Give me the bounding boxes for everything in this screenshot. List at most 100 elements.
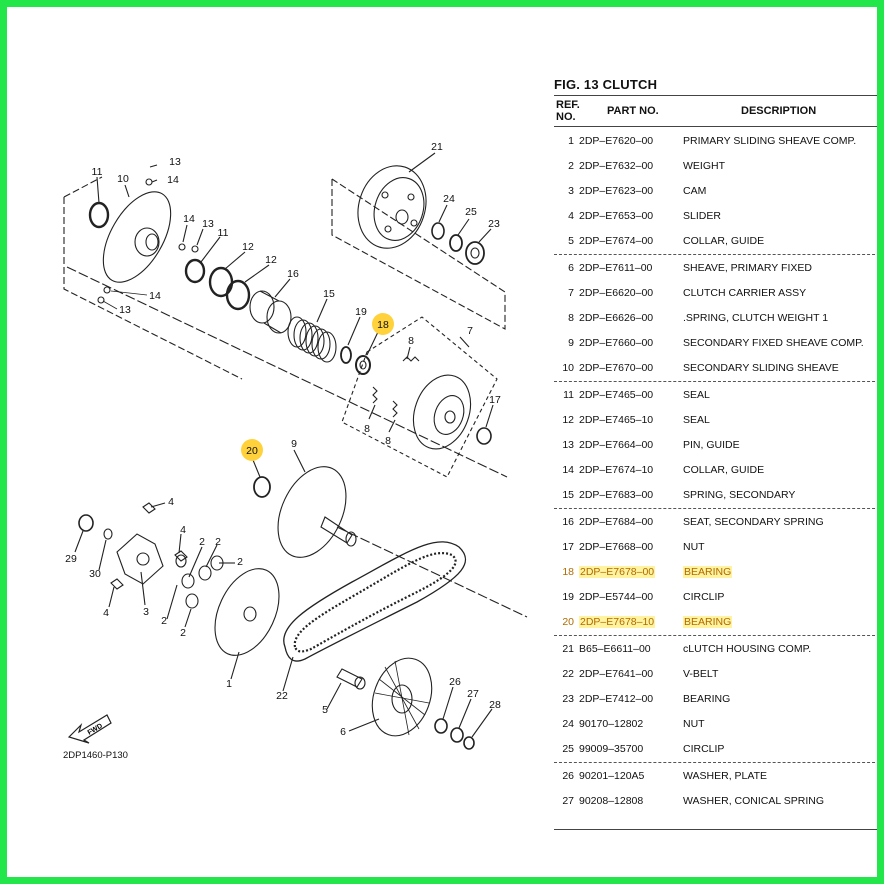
part-number: 90201–120A5 bbox=[579, 770, 645, 782]
callout-7: 7 bbox=[467, 325, 473, 337]
table-row: 14 2DP–E7674–10 COLLAR, GUIDE bbox=[554, 461, 877, 479]
part-description: COLLAR, GUIDE bbox=[683, 464, 765, 476]
figure-number: 13 bbox=[583, 77, 599, 92]
part-number: 2DP–E7674–00 bbox=[579, 235, 654, 247]
part-description: PIN, GUIDE bbox=[683, 439, 740, 451]
part-number: 2DP–E7465–10 bbox=[579, 414, 654, 426]
ref-number: 24 bbox=[562, 718, 574, 730]
callout-16: 16 bbox=[287, 268, 299, 280]
part-description: SECONDARY FIXED SHEAVE COMP. bbox=[683, 337, 864, 349]
callout-28: 28 bbox=[489, 699, 501, 711]
group-divider bbox=[554, 762, 877, 763]
part-description: BEARING bbox=[683, 693, 731, 705]
part-description: CAM bbox=[683, 185, 707, 197]
parts-table: FIG. 13 CLUTCH REF.NO. PART NO. DESCRIPT… bbox=[554, 75, 877, 830]
group-divider bbox=[554, 381, 877, 382]
callout-8a: 8 bbox=[408, 335, 414, 347]
header-part-no: PART NO. bbox=[607, 105, 659, 117]
callout-2a: 2 bbox=[161, 615, 167, 627]
ref-number: 5 bbox=[568, 235, 574, 247]
part-number: 2DP–E5744–00 bbox=[579, 591, 654, 603]
ref-number: 22 bbox=[562, 668, 574, 680]
part-description: WEIGHT bbox=[683, 160, 725, 172]
table-row: 7 2DP–E6620–00 CLUTCH CARRIER ASSY bbox=[554, 284, 877, 302]
group-divider bbox=[554, 635, 877, 636]
part-number: 2DP–E7670–00 bbox=[579, 362, 654, 374]
highlight-marker-18 bbox=[372, 313, 394, 335]
ref-number: 21 bbox=[562, 643, 574, 655]
part-number: 2DP–E6620–00 bbox=[579, 287, 654, 299]
callout-8c: 8 bbox=[385, 435, 391, 447]
ref-number: 10 bbox=[562, 362, 574, 374]
part-description: SEAL bbox=[683, 414, 710, 426]
callout-14a: 14 bbox=[167, 174, 179, 186]
ref-number: 19 bbox=[562, 591, 574, 603]
ref-number: 17 bbox=[562, 541, 574, 553]
group-divider bbox=[554, 508, 877, 509]
callout-11a: 11 bbox=[92, 166, 103, 178]
callout-13c: 13 bbox=[119, 304, 131, 316]
part-number: 2DP–E7674–10 bbox=[579, 464, 654, 476]
part-number: 2DP–E7664–00 bbox=[579, 439, 654, 451]
callout-8b: 8 bbox=[364, 423, 370, 435]
callout-13a: 13 bbox=[169, 156, 181, 168]
ref-number: 14 bbox=[562, 464, 574, 476]
part-number: 2DP–E7653–00 bbox=[579, 210, 654, 222]
ref-number: 11 bbox=[563, 389, 574, 401]
part-description: CLUTCH CARRIER ASSY bbox=[683, 287, 807, 299]
part-number: 2DP–E7623–00 bbox=[579, 185, 654, 197]
table-row: 10 2DP–E7670–00 SECONDARY SLIDING SHEAVE bbox=[554, 359, 877, 377]
ref-number: 2 bbox=[568, 160, 574, 172]
ref-number: 1 bbox=[568, 135, 574, 147]
table-row: 19 2DP–E5744–00 CIRCLIP bbox=[554, 588, 877, 606]
ref-number: 16 bbox=[562, 516, 574, 528]
callout-3: 3 bbox=[143, 606, 149, 618]
part-10-shape bbox=[102, 191, 172, 283]
callout-14b: 14 bbox=[183, 213, 195, 225]
ref-number: 8 bbox=[568, 312, 574, 324]
callout-6: 6 bbox=[340, 726, 346, 738]
callout-14c: 14 bbox=[149, 290, 161, 302]
ref-number: 7 bbox=[568, 287, 574, 299]
part-description: cLUTCH HOUSING COMP. bbox=[683, 643, 812, 655]
callout-22: 22 bbox=[276, 690, 288, 702]
callout-25: 25 bbox=[465, 206, 477, 218]
part-number: 90170–12802 bbox=[579, 718, 644, 730]
figure-title: FIG. 13 CLUTCH bbox=[554, 75, 877, 95]
part-description: WASHER, CONICAL SPRING bbox=[683, 795, 824, 807]
part-number: 90208–12808 bbox=[579, 795, 644, 807]
exploded-diagram: FWD 11 10 13 14 14 13 11 12 12 16 15 19 … bbox=[63, 141, 528, 761]
callout-4c: 4 bbox=[103, 607, 109, 619]
ref-number: 9 bbox=[568, 337, 574, 349]
callout-12a: 12 bbox=[242, 241, 254, 253]
part-description: SEAL bbox=[683, 389, 710, 401]
part-description: SLIDER bbox=[683, 210, 721, 222]
ref-number: 27 bbox=[562, 795, 574, 807]
header-ref: REF.NO. bbox=[556, 99, 580, 123]
callout-19: 19 bbox=[355, 306, 367, 318]
callout-4a: 4 bbox=[168, 496, 174, 508]
callout-2c: 2 bbox=[199, 536, 205, 548]
ref-number: 15 bbox=[562, 489, 574, 501]
part-number: 2DP–E6626–00 bbox=[579, 312, 654, 324]
ref-number: 4 bbox=[568, 210, 574, 222]
part-description: NUT bbox=[683, 541, 705, 553]
callout-2b: 2 bbox=[180, 627, 186, 639]
part-description: SECONDARY SLIDING SHEAVE bbox=[683, 362, 839, 374]
part-description: CIRCLIP bbox=[683, 591, 725, 603]
ref-number: 23 bbox=[562, 693, 574, 705]
figure-name: CLUTCH bbox=[602, 77, 658, 92]
ref-number: 6 bbox=[568, 262, 574, 274]
